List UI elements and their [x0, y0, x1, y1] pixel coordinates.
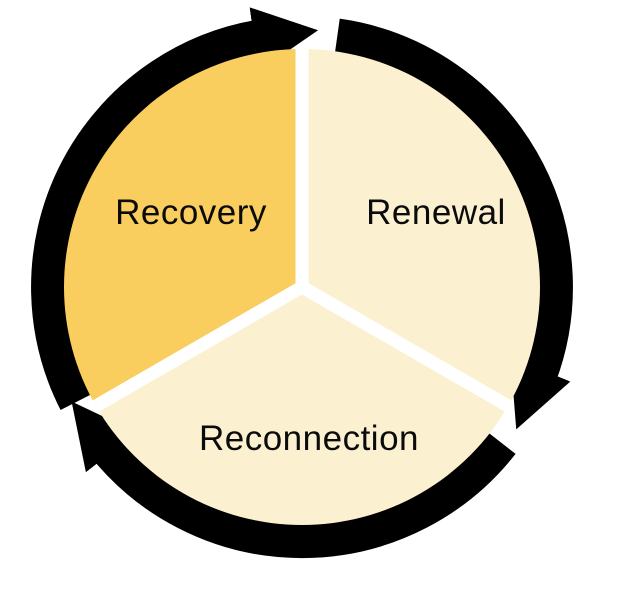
segment-label-reconnection: Reconnection — [199, 419, 419, 458]
ring-arc-recovery-icon — [31, 7, 319, 411]
segment-reconnection — [95, 287, 509, 525]
cycle-ring — [31, 7, 573, 558]
ring-arc-reconnection-icon — [71, 401, 516, 558]
segment-label-recovery: Recovery — [115, 193, 267, 232]
divider-lower-right — [298, 281, 512, 412]
divider-lower-left — [92, 281, 306, 412]
segment-label-renewal: Renewal — [366, 193, 506, 232]
cycle-labels: Recovery Renewal Reconnection — [115, 193, 506, 458]
ring-arc-renewal-icon — [334, 18, 573, 430]
cycle-segments — [64, 49, 540, 525]
